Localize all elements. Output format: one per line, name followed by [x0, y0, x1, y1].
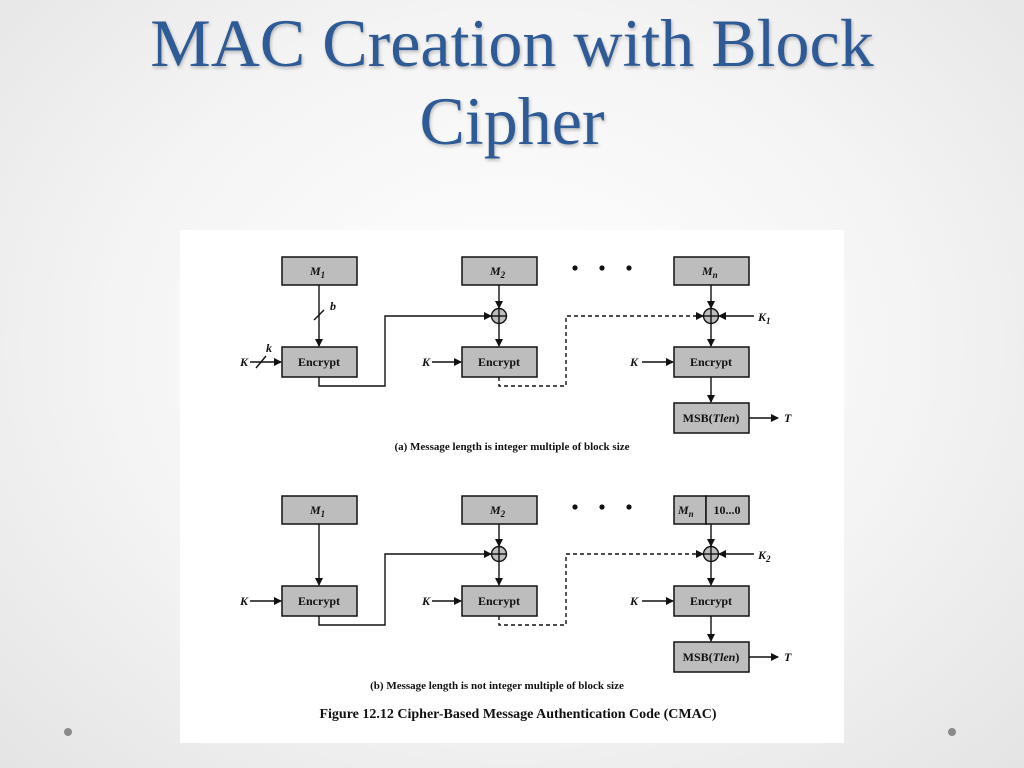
xor-2-a: [490, 307, 508, 325]
key-label-2-b: K: [421, 594, 431, 608]
key-label-n-a: K: [629, 355, 639, 369]
subkey-k1: K1: [757, 310, 771, 326]
block-m1-b: M1: [281, 495, 358, 525]
svg-text:Encrypt: Encrypt: [478, 355, 520, 369]
svg-text:M1: M1: [309, 264, 325, 280]
xor-2-b: [490, 545, 508, 563]
caption-b: (b) Message length is not integer multip…: [370, 680, 624, 692]
svg-text:M1: M1: [309, 503, 325, 519]
svg-text:MSB(Tlen): MSB(Tlen): [683, 650, 740, 664]
cmac-figure: M1 M2 Mn b Encrypt: [180, 230, 844, 743]
encrypt-1-a: Encrypt: [281, 346, 358, 378]
svg-text:Encrypt: Encrypt: [690, 594, 732, 608]
encrypt-1-b: Encrypt: [281, 585, 358, 617]
svg-text:M2: M2: [489, 264, 506, 280]
label-b: b: [330, 299, 336, 313]
msb-b: MSB(Tlen): [673, 641, 750, 673]
slide-bullet-left: [64, 728, 72, 736]
width-slash-k: [255, 355, 267, 369]
svg-text:Encrypt: Encrypt: [298, 355, 340, 369]
figure-caption: Figure 12.12 Cipher-Based Message Authen…: [319, 707, 716, 722]
xor-n-b: [702, 545, 720, 563]
slide-title: MAC Creation with Block Cipher: [0, 4, 1024, 160]
title-line-1: MAC Creation with Block: [150, 5, 874, 81]
svg-text:Encrypt: Encrypt: [478, 594, 520, 608]
block-mn-a: Mn: [673, 256, 750, 286]
key-label-n-b: K: [629, 594, 639, 608]
svg-text:Mn: Mn: [677, 503, 694, 519]
width-slash-b: [313, 309, 325, 321]
label-k: k: [266, 341, 272, 355]
svg-text:Mn: Mn: [701, 264, 718, 280]
svg-text:Encrypt: Encrypt: [298, 594, 340, 608]
caption-a: (a) Message length is integer multiple o…: [394, 441, 629, 453]
encrypt-n-b: Encrypt: [673, 585, 750, 617]
svg-text:M2: M2: [489, 503, 506, 519]
encrypt-n-a: Encrypt: [673, 346, 750, 378]
chain-2-n-a: [498, 312, 704, 387]
block-m2-a: M2: [461, 256, 538, 286]
xor-n-a: [702, 307, 720, 325]
chain-1-2-b: [318, 550, 492, 626]
encrypt-2-a: Encrypt: [461, 346, 538, 378]
svg-text:MSB(Tlen): MSB(Tlen): [683, 411, 740, 425]
block-m2-b: M2: [461, 495, 538, 525]
key-label-1-b: K: [239, 594, 249, 608]
encrypt-2-b: Encrypt: [461, 585, 538, 617]
title-line-2: Cipher: [419, 83, 605, 159]
cmac-diagram: M1 M2 Mn b Encrypt: [239, 256, 792, 722]
ellipsis-a: [572, 265, 632, 271]
slide-bullet-right: [948, 728, 956, 736]
ellipsis-b: [572, 504, 632, 510]
chain-2-n-b: [498, 550, 704, 626]
block-m1-a: M1: [281, 256, 358, 286]
key-label-1-a: K: [239, 355, 249, 369]
key-label-2-a: K: [421, 355, 431, 369]
diagram-a: M1 M2 Mn b Encrypt: [239, 256, 792, 453]
subkey-k2: K2: [757, 548, 771, 564]
tag-t-b: T: [784, 650, 792, 664]
msb-a: MSB(Tlen): [673, 402, 750, 434]
block-mn-b: Mn 10...0: [673, 495, 750, 525]
padding-label: 10...0: [714, 503, 741, 517]
tag-t-a: T: [784, 411, 792, 425]
svg-text:Encrypt: Encrypt: [690, 355, 732, 369]
chain-1-2-a: [318, 312, 492, 387]
diagram-b: M1 M2 Mn 10...0 Encrypt: [239, 495, 792, 692]
